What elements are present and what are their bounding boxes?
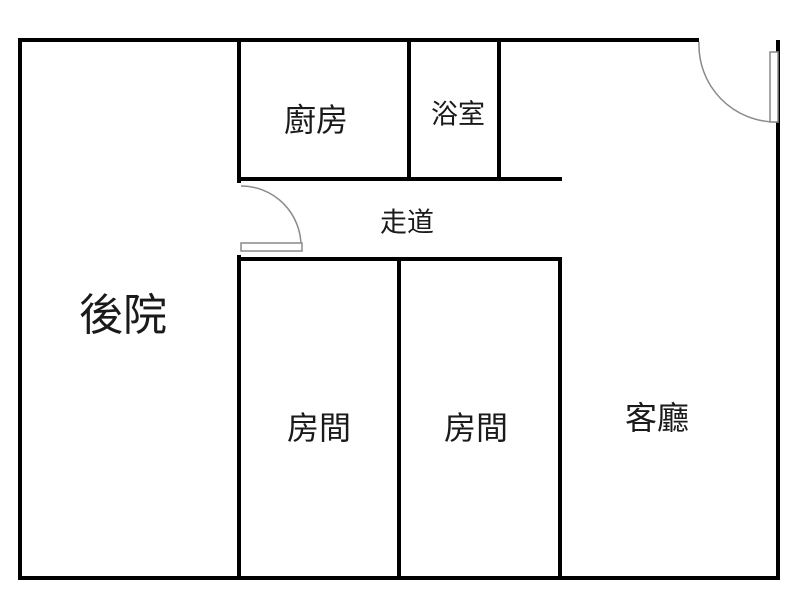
interior-walls (237, 38, 562, 580)
door-backyard (240, 185, 303, 252)
door-backyard-leaf (240, 242, 303, 252)
door-backyard-swing (240, 185, 302, 247)
room-label-bathroom: 浴室 (431, 100, 485, 131)
door-entrance (698, 41, 779, 123)
room-label-bedroom-1: 房間 (287, 409, 351, 447)
room-label-living-room: 客廳 (625, 399, 689, 437)
room-label-bedroom-2: 房間 (444, 409, 508, 447)
room-label-backyard: 後院 (79, 290, 167, 341)
door-entrance-swing (698, 41, 777, 123)
room-label-kitchen: 廚房 (284, 101, 348, 139)
door-entrance-leaf (769, 51, 779, 123)
room-label-corridor: 走道 (380, 208, 434, 239)
